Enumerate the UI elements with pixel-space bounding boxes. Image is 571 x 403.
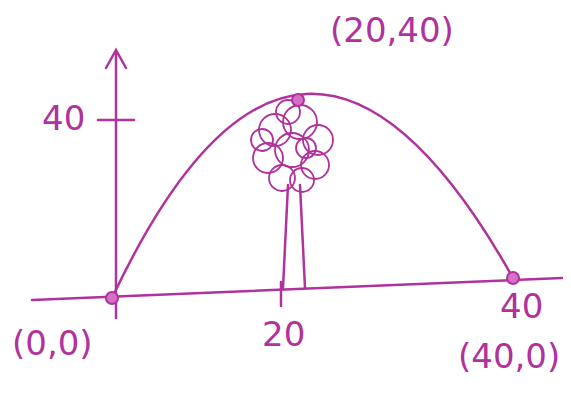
point-label: (40,0) bbox=[458, 338, 560, 375]
point-label: (20,40) bbox=[330, 12, 454, 49]
axis-value: 20 bbox=[262, 316, 305, 353]
y-axis bbox=[115, 52, 118, 318]
point-label: (0,0) bbox=[12, 325, 93, 362]
tree-trunk bbox=[283, 185, 305, 288]
parabola-curve bbox=[112, 94, 513, 298]
axis-arrow bbox=[106, 50, 126, 68]
axis-value: 40 bbox=[42, 100, 85, 137]
point-dot bbox=[507, 272, 519, 284]
point-dot bbox=[106, 292, 118, 304]
axis-tick bbox=[98, 119, 134, 122]
axis-value: 40 bbox=[500, 288, 543, 325]
point-dot bbox=[292, 94, 304, 106]
tree-foliage bbox=[251, 100, 333, 192]
